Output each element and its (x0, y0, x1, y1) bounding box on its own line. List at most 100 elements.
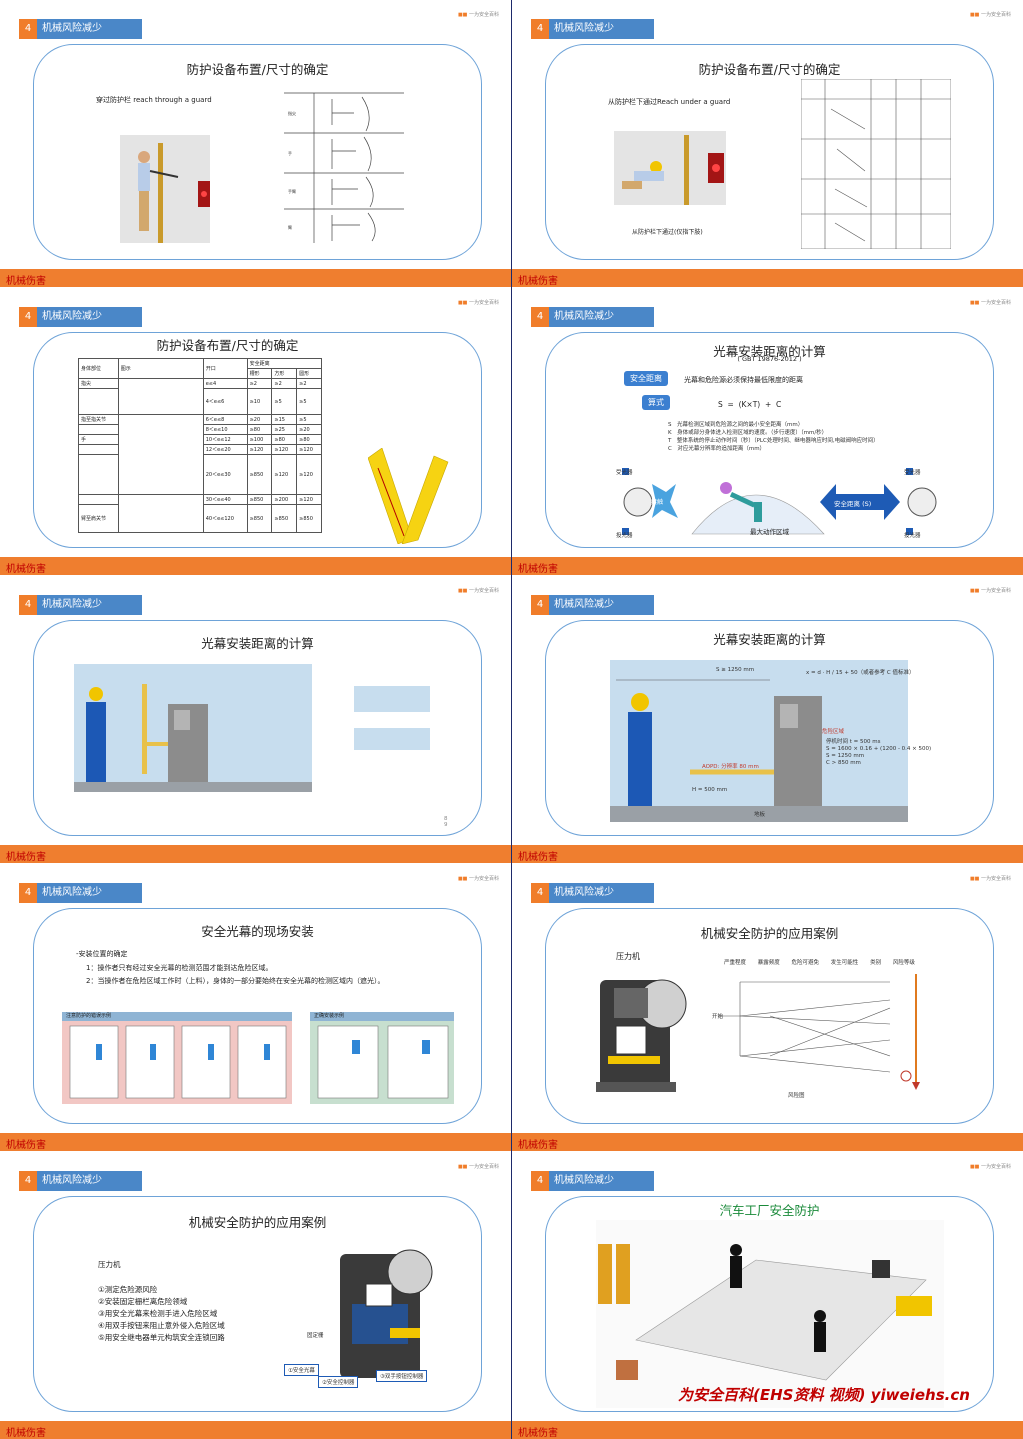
table-row: 12＜e≤20≥120≥120≥120 (78, 444, 322, 455)
graph-caption: 风险图 (788, 1093, 805, 1099)
content-frame: 防护设备布置/尺寸的确定 穿过防护栏 reach through a guard (33, 44, 482, 260)
fence-label: 固定栅 (307, 1333, 324, 1339)
table-row: 30＜e≤40≥850≥200≥120 (78, 494, 322, 533)
brand-logo: ■■ 一为安全百科 (457, 12, 499, 18)
light-curtain-diagram (622, 468, 937, 535)
factory-safety-illustration (596, 1220, 944, 1408)
calculation-diagram (610, 660, 908, 822)
section-number: 4 (19, 19, 37, 39)
press-machine-illustration (596, 979, 687, 1092)
install-rules: 1：操作者只有经过安全光幕的检测范围才能到达危险区域。 2：当操作者在危险区域工… (86, 964, 385, 985)
svg-text:手臂: 手臂 (288, 188, 296, 194)
caption: 穿过防护栏 reach through a guard (96, 96, 212, 104)
footer-bar: 机械伤害 (0, 1133, 511, 1151)
risk-graph (718, 974, 920, 1090)
press-safety-illustration (340, 1249, 433, 1378)
sub-header: 方形 (271, 368, 298, 379)
brand-logo: ■■ 一为安全百科 (969, 876, 1011, 882)
footer-bar: 机械伤害 (0, 269, 511, 287)
installation-distance-diagram (74, 664, 312, 792)
distance-label: S ≥ 1250 mm (716, 667, 755, 673)
formula-pill: 算式 (642, 395, 670, 410)
footer-bar: 机械伤害 (512, 1421, 1023, 1439)
footer-bar: 机械伤害 (0, 845, 511, 863)
light-curtain-callout: ①安全光幕 (284, 1364, 319, 1376)
distance-arrow-label: 安全距离 (S) (834, 500, 872, 508)
install-scenarios (69, 1025, 449, 1099)
brand-logo: ■■ 一为安全百科 (457, 588, 499, 594)
section-heading: -安装位置的确定 (76, 950, 128, 958)
brand-logo: ■■ 一为安全百科 (457, 876, 499, 882)
footer-bar: 机械伤害 (512, 269, 1023, 287)
floor-label: 地板 (754, 812, 766, 818)
col-header: 身体部位 (78, 358, 119, 379)
caption-2: 从防护栏下通过(仅指下肢) (632, 229, 703, 236)
calculation-text: 停机时间 t = 500 ms S = 1600 × 0.16 + (1200 … (826, 739, 932, 766)
footer-bar: 机械伤害 (0, 557, 511, 575)
col-header: 图示 (117, 358, 204, 379)
contact-label: 接触 (651, 499, 664, 506)
legend-box-1 (354, 686, 430, 712)
svg-text:指尖: 指尖 (288, 110, 296, 116)
emitter-label-right: 投光器 (904, 533, 921, 539)
gauge-ruler-illustration (368, 448, 449, 544)
machine-label: 压力机 (616, 952, 640, 961)
legend-box-2 (354, 728, 430, 750)
column-separator (511, 0, 512, 1439)
two-hand-callout: ③双手按钮控制器 (376, 1370, 428, 1382)
slide-title: 汽车工厂安全防护 (719, 1203, 820, 1218)
formula-text: x = d · H / 15 + 50（或者参考 C 值标准） (806, 670, 915, 676)
max-zone-label: 最大动作区域 (750, 528, 789, 536)
slide-title: 防护设备布置/尺寸的确定 (698, 62, 841, 77)
svg-text:手: 手 (288, 150, 292, 156)
reach-distance-sketches: 指尖 手 手臂 臂 (284, 92, 404, 243)
emitter-label-left: 投光器 (616, 533, 633, 539)
machine-label: 压力机 (98, 1260, 121, 1269)
safety-steps: ①测定危险源风险 ②安装固定栅栏离危险领域 ③用安全光幕来检测手进入危险区域 ④… (98, 1285, 225, 1342)
height-label: H = 500 mm (692, 787, 728, 793)
definition-text: 光幕和危险源必须保持最低限度的距离 (684, 376, 803, 384)
reach-under-illustration (614, 131, 726, 205)
brand-logo: ■■ 一为安全百科 (969, 588, 1011, 594)
correct-example-label: 正确安装示例 (310, 1012, 454, 1021)
sub-header: 槽形 (246, 368, 273, 379)
danger-zone-label: 危险区域 (822, 729, 845, 735)
start-label: 开始 (712, 1014, 724, 1020)
brand-logo: ■■ 一为安全百科 (457, 300, 499, 306)
page-number: 8 9 (444, 816, 448, 828)
brand-logo: ■■ 一为安全百科 (969, 300, 1011, 306)
risk-graph-header: 严重程度 暴露频度 危险可避免 发生可能性 类别 风险等级 (724, 960, 915, 966)
formula-text: S = (K×T) + C (718, 400, 782, 409)
slide-title: 光幕安装距离的计算 (713, 632, 826, 647)
slide-title: 光幕安装距离的计算 (713, 344, 826, 359)
svg-text:臂: 臂 (288, 224, 292, 230)
col-header: 开口 (202, 358, 248, 379)
brand-logo: ■■ 一为安全百科 (969, 12, 1011, 18)
col-header: 安全距离 (246, 358, 323, 369)
slide-title: 机械安全防护的应用案例 (188, 1215, 327, 1230)
watermark: 为安全百科(EHS资料 视频) yiweiehs.cn (678, 1386, 970, 1404)
slide-title: 安全光幕的现场安装 (201, 924, 314, 939)
slide-title: 防护设备布置/尺寸的确定 (186, 62, 329, 77)
brand-logo: ■■ 一为安全百科 (969, 1164, 1011, 1170)
slide-title: 机械安全防护的应用案例 (700, 926, 839, 941)
formula-legend: S 光幕检测区域到危险源之间的最小安全距离（mm） K 身体或部分身体进入检测区… (668, 422, 879, 452)
wrong-example-label: 注意防护的错误示例 (62, 1012, 292, 1021)
footer-label: 机械伤害 (6, 276, 46, 287)
footer-bar: 机械伤害 (512, 557, 1023, 575)
content-frame: 防护设备布置/尺寸的确定 从防护栏下通过Reach under a guard … (545, 44, 994, 260)
